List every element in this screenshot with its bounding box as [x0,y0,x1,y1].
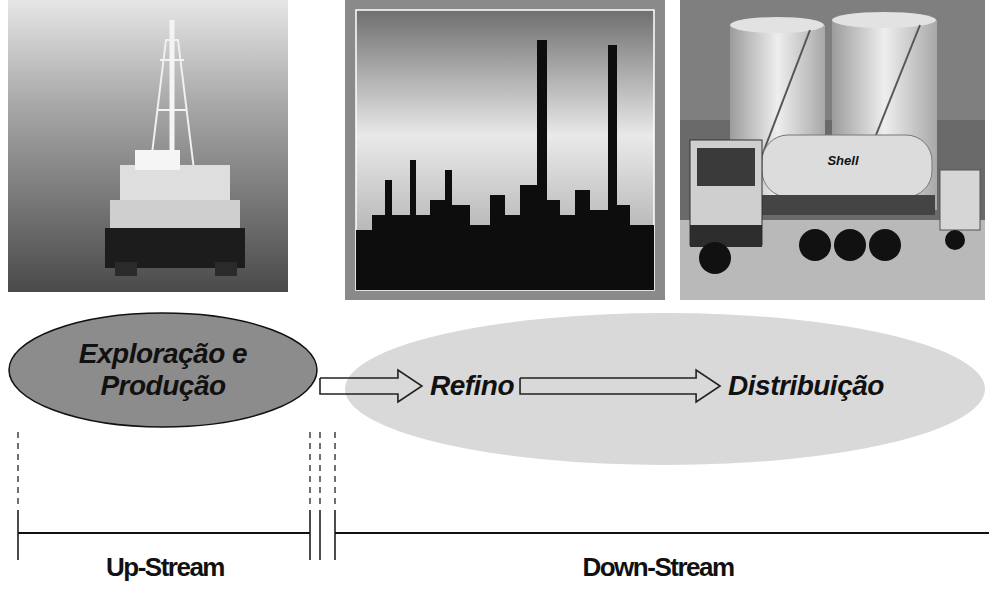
distribution-photo [680,0,985,300]
refinery-photo [345,0,665,300]
flow-arrow [320,370,422,402]
stage-label-box: Distribuição [724,368,888,404]
offshore-rig-photo [8,0,288,292]
stage-name: Exploração e Produção [63,338,263,402]
stream-label: Up-Stream [106,552,224,583]
stream-label: Down-Stream [582,552,733,583]
logo-text: Shell [824,153,861,168]
stage-name: Refino [430,370,514,402]
stage-ellipse: Exploração e Produção [8,312,318,428]
stage-label-box: Refino [426,368,518,404]
stream-brackets [18,432,989,560]
downstream-band [345,313,985,465]
flow-arrow [520,370,720,402]
stage-name: Distribuição [728,370,884,402]
